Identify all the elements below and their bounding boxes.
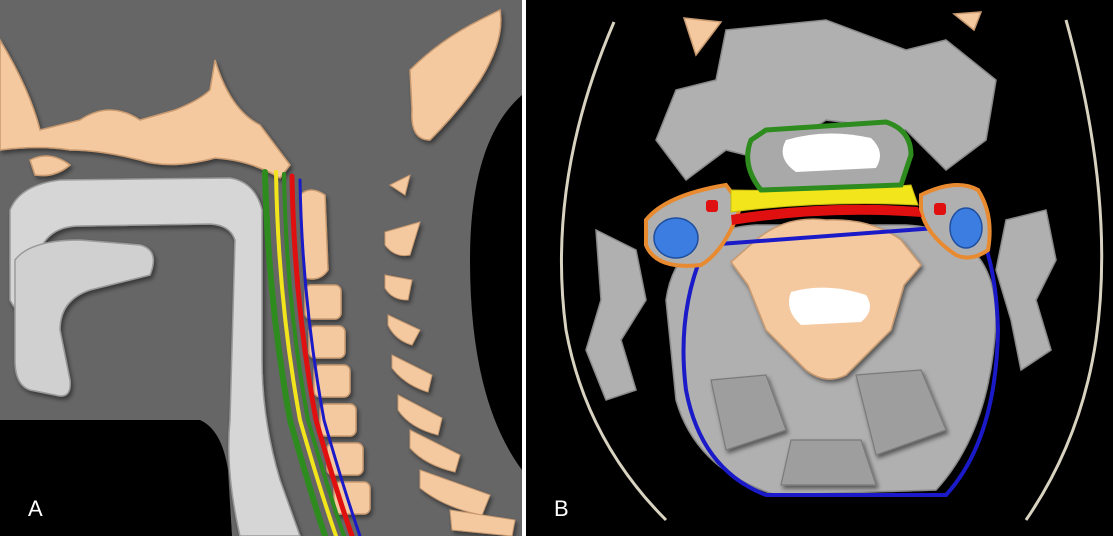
spinous-process — [392, 355, 432, 392]
jugular-vein-right — [950, 208, 982, 248]
occipital-bone — [410, 10, 501, 140]
spinous-process — [420, 470, 490, 515]
panel-a-sagittal: A — [0, 0, 522, 536]
panel-b-axial: B — [526, 0, 1113, 536]
pharyngeal-lumen — [783, 133, 880, 172]
spinous-process — [390, 175, 410, 195]
spinous-process — [410, 430, 460, 472]
spinous-process — [385, 275, 412, 300]
soft-tissue-left — [586, 230, 646, 400]
posterior-muscle-center — [781, 440, 876, 485]
carotid-artery-left — [706, 200, 718, 212]
soft-tissue-right — [996, 210, 1056, 370]
carotid-artery-right — [934, 203, 946, 215]
sagittal-diagram — [0, 0, 522, 536]
spinous-process — [388, 315, 420, 345]
tongue-soft-tissue — [15, 240, 153, 396]
small-bone-fragment — [30, 156, 70, 176]
bone-fragment-left — [684, 18, 721, 55]
posterior-dark-region — [470, 95, 522, 470]
vertebra-c2 — [305, 285, 341, 319]
spinous-process — [398, 395, 442, 435]
panel-label-a: A — [28, 496, 43, 522]
panel-label-b: B — [554, 496, 569, 522]
vertebral-column — [300, 190, 370, 514]
spinous-process — [385, 222, 420, 256]
jugular-vein-left — [654, 218, 698, 258]
axial-diagram — [526, 0, 1113, 536]
bone-fragment-right — [954, 12, 981, 30]
spinal-canal — [789, 288, 870, 325]
